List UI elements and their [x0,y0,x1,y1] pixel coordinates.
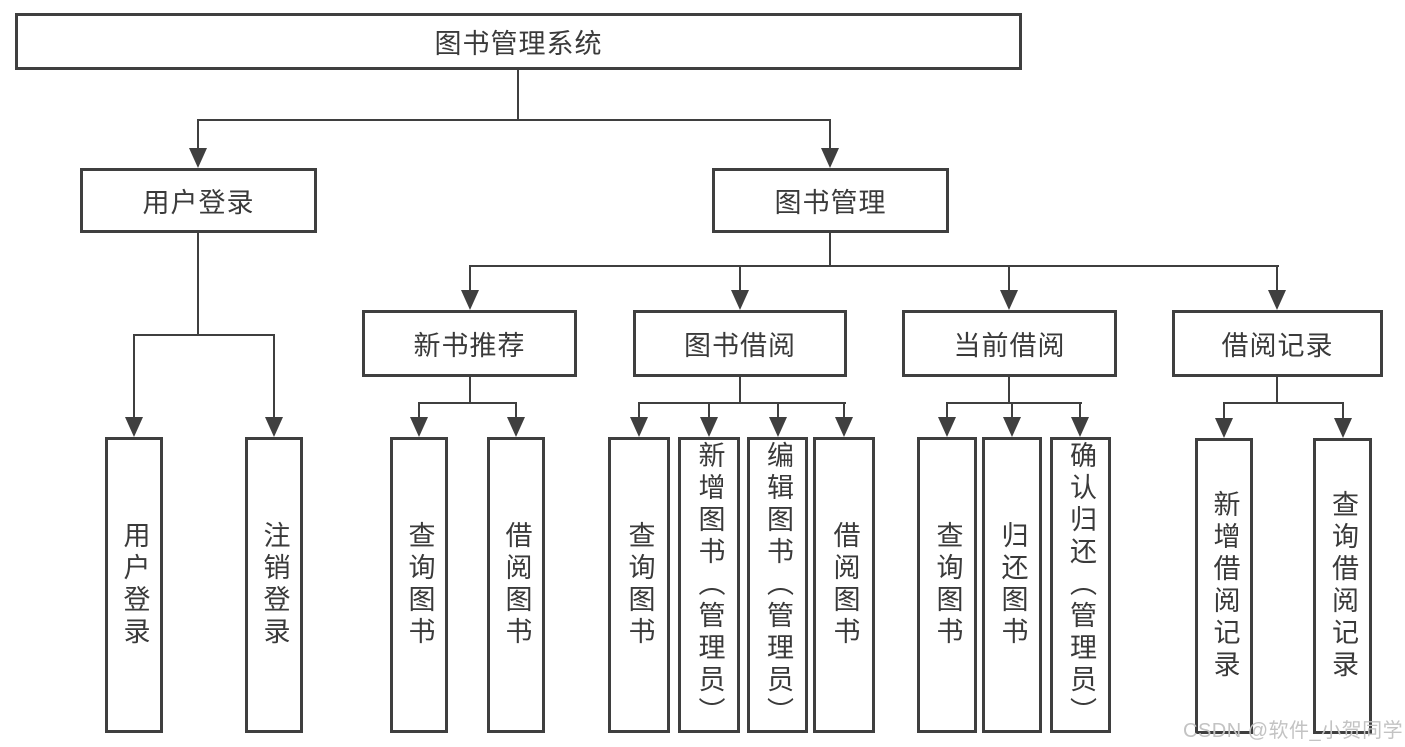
leaf-newbooks-query-books-label: 查询图书 [404,521,435,649]
connector-vline [469,265,471,292]
arrow-down-icon [630,417,648,437]
node-new-books: 新书推荐 [362,310,577,377]
node-user-login-label: 用户登录 [142,188,255,218]
arrow-down-icon [410,417,428,437]
leaf-edit-book-admin: 编辑图书（管理员） [747,437,808,733]
leaf-current-query-books-label: 查询图书 [932,521,963,649]
node-book-borrow-label: 图书借阅 [684,331,796,361]
connector-hline [197,119,831,121]
connector-vline [1223,402,1225,418]
connector-vline [197,233,199,336]
connector-vline [1079,402,1081,418]
arrow-down-icon [1268,290,1286,310]
leaf-user-login: 用户登录 [105,437,163,733]
connector-vline [739,377,741,404]
arrow-down-icon [1334,418,1352,438]
node-book-management: 图书管理 [712,168,949,233]
csdn-watermark: CSDN @软件_小贺同学 [1183,720,1404,742]
node-current-borrow-label: 当前借阅 [953,331,1066,361]
connector-vline [1011,402,1013,418]
connector-vline [133,334,135,419]
leaf-logout-login: 注销登录 [245,437,303,733]
leaf-add-borrow-record-label: 新增借阅记录 [1209,490,1240,682]
connector-vline [418,402,420,418]
arrow-down-icon [835,417,853,437]
leaf-borrow-book-label: 借阅图书 [829,521,860,649]
connector-hline [1223,402,1344,404]
connector-vline [843,402,845,418]
leaf-query-borrow-record-label: 查询借阅记录 [1328,490,1358,682]
leaf-borrow-query-books: 查询图书 [608,437,670,733]
leaf-borrow-book: 借阅图书 [813,437,875,733]
connector-vline [777,402,779,418]
node-root: 图书管理系统 [15,13,1022,70]
leaf-add-book-admin: 新增图书（管理员） [678,437,740,733]
arrow-down-icon [1071,417,1089,437]
arrow-down-icon [1003,417,1021,437]
leaf-confirm-return-admin: 确认归还（管理员） [1050,437,1111,733]
node-book-borrow: 图书借阅 [633,310,847,377]
node-borrow-records-label: 借阅记录 [1221,331,1334,361]
leaf-confirm-return-admin-label: 确认归还（管理员） [1066,441,1096,729]
connector-vline [1008,265,1010,292]
connector-hline [133,334,275,336]
arrow-down-icon [461,290,479,310]
connector-vline [829,233,831,267]
arrow-down-icon [769,417,787,437]
arrow-down-icon [1000,290,1018,310]
connector-vline [273,334,275,419]
connector-vline [1276,377,1278,404]
connector-vline [708,402,710,418]
leaf-newbooks-query-books: 查询图书 [390,437,448,733]
connector-vline [1276,265,1278,292]
connector-vline [739,265,741,292]
leaf-user-login-label: 用户登录 [119,521,150,649]
connector-vline [469,377,471,404]
node-current-borrow: 当前借阅 [902,310,1117,377]
arrow-down-icon [265,417,283,437]
leaf-add-book-admin-label: 新增图书（管理员） [694,441,725,729]
node-root-label: 图书管理系统 [434,29,603,59]
connector-hline [469,265,1279,267]
connector-vline [515,402,517,418]
leaf-query-borrow-record: 查询借阅记录 [1313,438,1372,734]
connector-hline [638,402,846,404]
leaf-edit-book-admin-label: 编辑图书（管理员） [763,441,793,729]
connector-hline [418,402,517,404]
connector-vline [197,119,199,150]
node-new-books-label: 新书推荐 [413,331,526,361]
arrow-down-icon [507,417,525,437]
arrow-down-icon [938,417,956,437]
connector-vline [517,70,519,120]
connector-vline [946,402,948,418]
connector-vline [829,119,831,150]
node-user-login: 用户登录 [80,168,317,233]
leaf-newbooks-borrow-books-label: 借阅图书 [501,521,532,649]
leaf-newbooks-borrow-books: 借阅图书 [487,437,545,733]
connector-hline [946,402,1082,404]
leaf-borrow-query-books-label: 查询图书 [624,521,655,649]
connector-vline [1008,377,1010,404]
connector-vline [1342,402,1344,418]
arrow-down-icon [731,290,749,310]
arrow-down-icon [125,417,143,437]
connector-vline [638,402,640,418]
arrow-down-icon [700,417,718,437]
arrow-down-icon [821,148,839,168]
node-book-management-label: 图书管理 [774,188,887,218]
leaf-add-borrow-record: 新增借阅记录 [1195,438,1253,734]
arrow-down-icon [1215,418,1233,438]
leaf-logout-login-label: 注销登录 [259,521,290,649]
leaf-current-query-books: 查询图书 [917,437,977,733]
leaf-return-book: 归还图书 [982,437,1042,733]
arrow-down-icon [189,148,207,168]
node-borrow-records: 借阅记录 [1172,310,1383,377]
leaf-return-book-label: 归还图书 [997,521,1028,649]
